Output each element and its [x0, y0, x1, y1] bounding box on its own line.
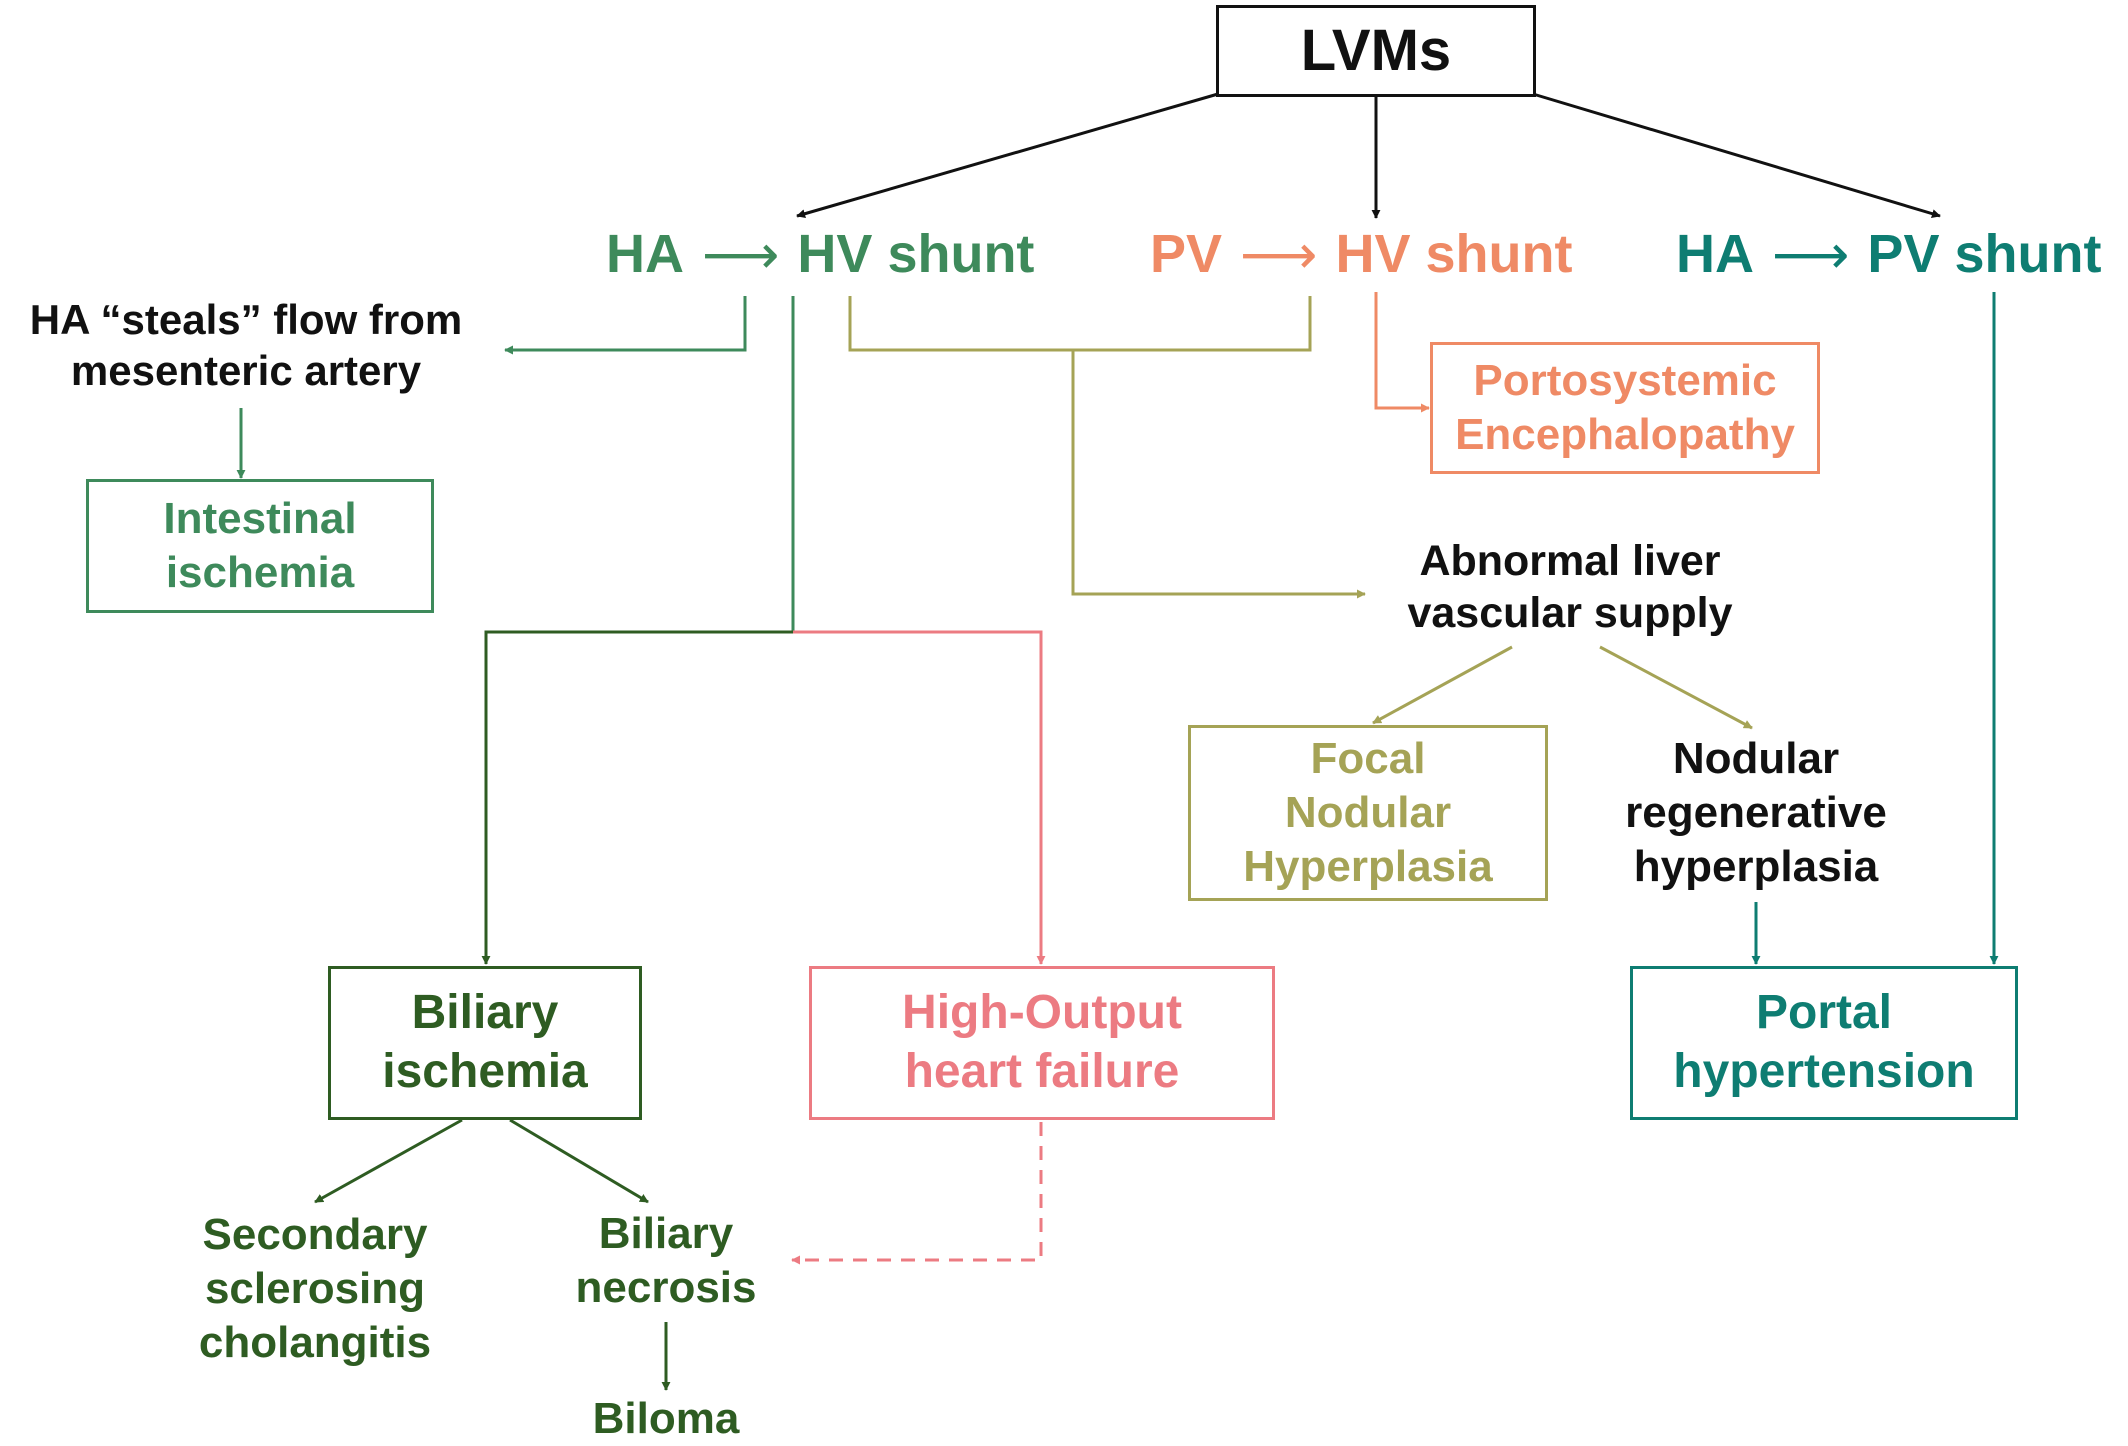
edge-abnormal-to-fnh [1372, 645, 1513, 725]
edge-heart-failure-to-necrosis [791, 1122, 1043, 1265]
node-necrosis-line2: necrosis [575, 1263, 757, 1312]
node-ssc-line1: Secondary [202, 1210, 428, 1260]
edge-to-abnormal-supply [1071, 350, 1366, 599]
node-biliary-ischemia: Biliary ischemia [328, 966, 642, 1120]
edge-pv-hv-to-portosystemic [1374, 292, 1430, 413]
node-nodular-regenerative-hyperplasia: Nodular regenerative hyperplasia [1586, 725, 1926, 901]
node-lvms: LVMs [1216, 5, 1536, 97]
node-nrh-line2: regenerative [1625, 788, 1887, 838]
node-focal-nodular-hyperplasia: Focal Nodular Hyperplasia [1188, 725, 1548, 901]
edge-biliary-to-necrosis [509, 1118, 649, 1204]
edge-to-heart-failure [793, 630, 1046, 965]
node-intestinal-ischemia: Intestinal ischemia [86, 479, 434, 613]
shunt-ha-hv-arrow: ⟶ [702, 224, 780, 285]
node-lvms-label: LVMs [1300, 17, 1452, 83]
node-abnormal-vascular-supply: Abnormal liver vascular supply [1366, 528, 1774, 646]
shunt-ha-pv-arrow: ⟶ [1772, 224, 1850, 285]
shunt-ha-hv-from: HA [606, 224, 684, 284]
node-secondary-sclerosing-cholangitis: Secondary sclerosing cholangitis [160, 1204, 470, 1374]
edge-to-biliary-ischemia [481, 630, 793, 965]
edge-olive-bracket [848, 296, 1312, 352]
node-portosystemic-encephalopathy: Portosystemic Encephalopathy [1430, 342, 1820, 474]
shunt-pv-hv: PV ⟶ HV shunt [1150, 218, 1572, 290]
node-steal-flow-line2: mesenteric artery [70, 347, 422, 394]
node-biliary-necrosis: Biliary necrosis [546, 1204, 786, 1318]
edge-lvms-to-ha-pv [1532, 92, 1941, 218]
shunt-ha-hv-to: HV shunt [797, 224, 1035, 284]
node-abnormal-line2: vascular supply [1407, 589, 1733, 637]
node-high-output-heart-failure: High-Output heart failure [809, 966, 1275, 1120]
node-steal-flow-line1: HA “steals” flow from [29, 295, 463, 343]
shunt-ha-hv: HA ⟶ HV shunt [606, 218, 1034, 290]
node-portosystemic-line1: Portosystemic [1473, 356, 1777, 406]
shunt-pv-hv-to: HV shunt [1335, 224, 1573, 284]
node-intestinal-ischemia-line2: ischemia [165, 548, 355, 597]
shunt-ha-pv: HA ⟶ PV shunt [1676, 218, 2101, 290]
node-fnh-line2: Nodular [1284, 788, 1452, 838]
node-necrosis-line1: Biliary [598, 1209, 734, 1259]
node-ssc-line3: cholangitis [198, 1317, 432, 1367]
shunt-ha-pv-to: PV shunt [1867, 224, 2102, 284]
node-biloma: Biloma [566, 1392, 766, 1443]
node-intestinal-ischemia-line1: Intestinal [163, 494, 357, 544]
edge-biliary-to-ssc [314, 1118, 463, 1204]
node-nrh-line1: Nodular [1672, 734, 1840, 784]
node-portosystemic-line2: Encephalopathy [1455, 410, 1795, 459]
node-abnormal-line1: Abnormal liver [1419, 536, 1721, 585]
node-fnh-line3: Hyperplasia [1243, 841, 1493, 891]
node-portal-htn-line1: Portal [1755, 986, 1893, 1040]
node-heart-failure-line1: High-Output [902, 986, 1182, 1040]
node-steal-flow: HA “steals” flow from mesenteric artery [0, 286, 492, 404]
node-heart-failure-line2: heart failure [904, 1045, 1180, 1098]
node-portal-hypertension: Portal hypertension [1630, 966, 2018, 1120]
node-nrh-line3: hyperplasia [1633, 841, 1879, 891]
node-ssc-line2: sclerosing [204, 1264, 426, 1314]
shunt-ha-pv-from: HA [1676, 224, 1754, 284]
shunt-pv-hv-arrow: ⟶ [1240, 224, 1318, 285]
shunt-pv-hv-from: PV [1150, 224, 1223, 284]
edge-ha-hv-to-steal [504, 296, 747, 355]
node-fnh-line1: Focal [1310, 734, 1426, 784]
node-biliary-ischemia-line2: ischemia [382, 1045, 588, 1098]
node-biliary-ischemia-line1: Biliary [411, 986, 559, 1040]
edge-lvms-to-ha-hv [796, 92, 1219, 219]
node-portal-htn-line2: hypertension [1673, 1045, 1975, 1098]
node-biloma-label: Biloma [592, 1394, 740, 1443]
edge-abnormal-to-nrh [1599, 645, 1753, 730]
